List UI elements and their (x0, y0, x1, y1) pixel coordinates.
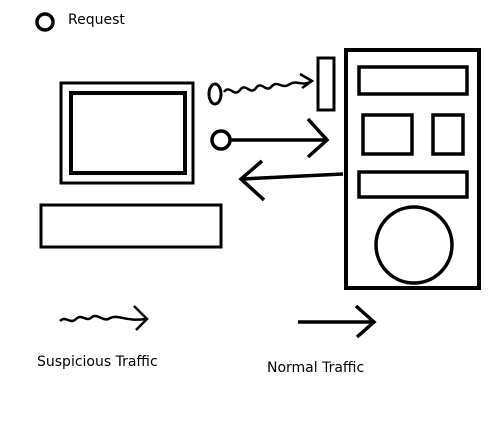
monitor-outer-frame (59, 81, 195, 185)
response-arrow-head (238, 159, 266, 202)
legend-suspicious-line (59, 314, 147, 323)
keyboard-icon (39, 203, 223, 249)
legend-request-circle-icon (35, 12, 55, 32)
server-right-bay (431, 113, 465, 156)
server-middle-bay (357, 170, 469, 199)
legend-normal-label: Normal Traffic (267, 360, 365, 376)
response-line (241, 172, 344, 181)
normal-request-circle-icon (210, 129, 232, 151)
computer-icon (59, 81, 195, 185)
server-fan-icon (374, 205, 454, 285)
legend-normal-arrow-head (354, 304, 377, 339)
suspicious-traffic-line (223, 80, 311, 94)
server-case (344, 48, 481, 290)
legend-request-label: Request (68, 12, 125, 28)
monitor-screen (69, 91, 187, 175)
server-top-bay (357, 65, 469, 96)
suspicious-request-circle-icon (207, 82, 223, 106)
normal-request-flow (210, 117, 330, 159)
normal-request-arrow-head (306, 117, 330, 159)
legend-suspicious-arrow-head (133, 305, 149, 331)
legend-suspicious-arrow-icon (59, 305, 149, 331)
firewall-block-icon (316, 56, 336, 112)
legend-normal-arrow-icon (298, 304, 377, 339)
server-icon (344, 48, 481, 290)
suspicious-arrow-head (299, 72, 315, 90)
suspicious-request-flow (207, 72, 315, 106)
legend-suspicious-label: Suspicious Traffic (37, 354, 158, 370)
server-left-bay (361, 113, 414, 156)
response-flow (238, 159, 344, 202)
